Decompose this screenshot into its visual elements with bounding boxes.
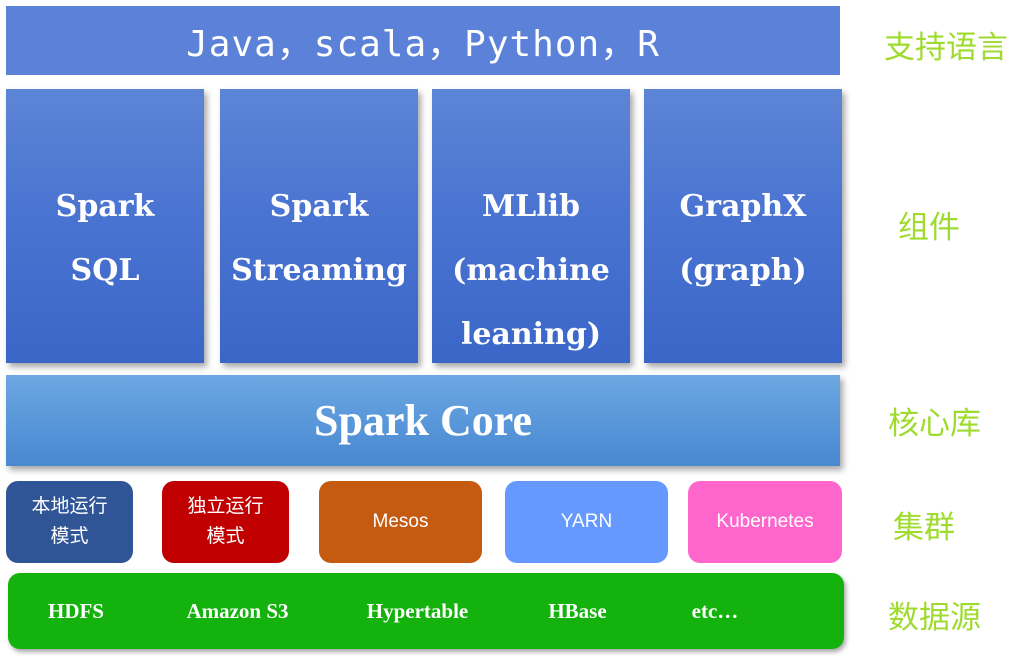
component-spark-sql: Spark SQL xyxy=(6,89,204,363)
data-source-hdfs: HDFS xyxy=(47,598,104,623)
cluster-line: 本地运行 xyxy=(31,496,108,517)
label-components: 组件 xyxy=(898,210,960,246)
core-label: Spark Core xyxy=(314,396,532,445)
component-line: MLlib xyxy=(481,189,581,224)
data-source-hbase: HBase xyxy=(548,598,607,623)
cluster-line: 独立运行 xyxy=(187,496,264,517)
cluster-yarn: YARN xyxy=(505,481,668,563)
label-languages: 支持语言 xyxy=(884,30,1008,66)
languages-bar: Java，scala，Python，R xyxy=(6,6,840,75)
component-spark-streaming: Spark Streaming xyxy=(220,89,418,363)
cluster-line: YARN xyxy=(560,511,613,532)
cluster-line: 模式 xyxy=(50,526,89,547)
cluster-line: Mesos xyxy=(372,511,429,532)
data-source-etc: etc… xyxy=(691,598,739,623)
component-line: (graph) xyxy=(679,253,807,288)
component-mllib: MLlib (machine leaning) xyxy=(432,89,630,363)
cluster-local-mode: 本地运行 模式 xyxy=(6,481,133,563)
cluster-line: Kubernetes xyxy=(716,511,814,532)
cluster-standalone-mode: 独立运行 模式 xyxy=(162,481,289,563)
cluster-mesos: Mesos xyxy=(319,481,482,563)
component-line: leaning) xyxy=(460,317,602,352)
data-source-hypertable: Hypertable xyxy=(366,598,469,623)
component-line: SQL xyxy=(70,253,140,288)
label-data-sources: 数据源 xyxy=(888,600,981,636)
component-line: GraphX xyxy=(679,189,807,224)
component-line: Spark xyxy=(269,189,369,224)
languages-text: Java，scala，Python，R xyxy=(186,23,660,65)
component-line: (machine xyxy=(452,253,610,288)
spark-core-bar: Spark Core xyxy=(6,375,840,466)
label-cluster: 集群 xyxy=(893,510,955,546)
data-sources-bar xyxy=(8,573,844,649)
component-line: Streaming xyxy=(231,253,407,288)
label-core: 核心库 xyxy=(888,406,981,442)
cluster-line: 模式 xyxy=(206,526,245,547)
component-graphx: GraphX (graph) xyxy=(644,89,842,363)
component-line: Spark xyxy=(55,189,155,224)
data-source-amazon-s3: Amazon S3 xyxy=(186,598,289,623)
cluster-kubernetes: Kubernetes xyxy=(688,481,842,563)
